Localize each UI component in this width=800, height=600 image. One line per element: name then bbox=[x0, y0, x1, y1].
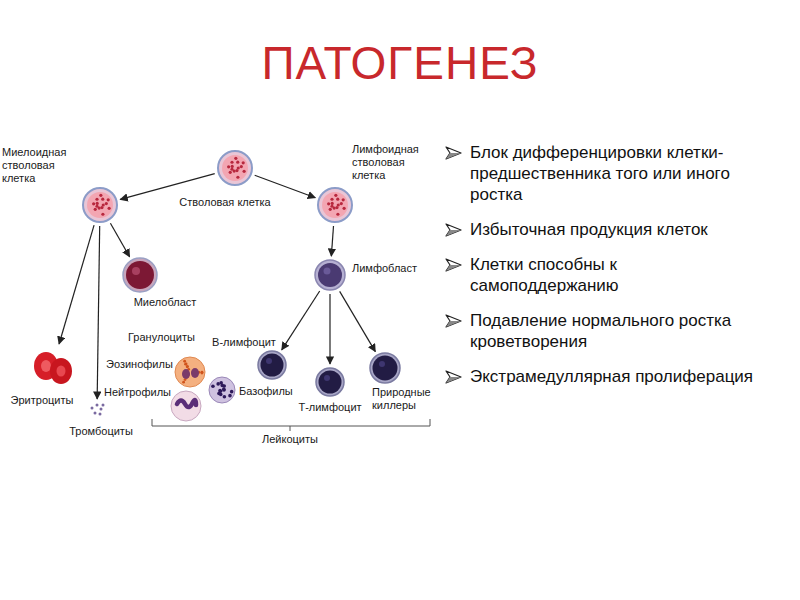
blood-cell: Базофилы bbox=[208, 376, 236, 404]
cell-picture bbox=[316, 368, 344, 396]
bullet-list: Блок дифференцировки клетки-предшественн… bbox=[470, 142, 762, 401]
cell-outline bbox=[82, 187, 118, 223]
blood-cell: Стволовая клетка bbox=[217, 150, 253, 186]
bullet-arrow bbox=[445, 369, 463, 385]
cell-outline bbox=[174, 356, 206, 388]
cell-picture bbox=[171, 391, 201, 421]
cell-label: Эритроциты bbox=[5, 394, 79, 407]
slide-title: ПАТОГЕНЕЗ bbox=[0, 36, 800, 90]
blood-cell: Тромбоциты bbox=[89, 402, 105, 418]
bullet-arrow bbox=[445, 313, 463, 329]
lineage-arrow bbox=[282, 291, 320, 350]
lineage-arrow bbox=[59, 225, 94, 344]
cell-outline bbox=[369, 352, 401, 384]
cell-label: Т-лимфоцит bbox=[290, 401, 370, 414]
bullet-item: Избыточная продукция клеток bbox=[470, 219, 762, 240]
bullet-text: Экстрамедуллярная пролиферация bbox=[470, 367, 753, 386]
bracket-line bbox=[152, 419, 430, 431]
cell-picture bbox=[123, 258, 157, 292]
blood-cell: Природные киллеры bbox=[369, 352, 401, 384]
blood-cell: Лимфоидная стволовая клетка bbox=[317, 187, 353, 223]
lineage-arrow bbox=[120, 174, 214, 200]
cell-picture bbox=[34, 352, 72, 384]
blood-cell: Лимфобласт bbox=[314, 259, 346, 291]
bullet-item: Блок дифференцировки клетки-предшественн… bbox=[470, 142, 762, 205]
lineage-arrow bbox=[331, 226, 333, 256]
cell-outline bbox=[217, 150, 253, 186]
cell-outline bbox=[317, 187, 353, 223]
cell-picture bbox=[258, 351, 286, 379]
blood-cell: В-лимфоцит bbox=[257, 350, 287, 380]
cell-outline bbox=[30, 346, 74, 390]
blood-cell: Т-лимфоцит bbox=[315, 367, 345, 397]
cell-outline bbox=[315, 367, 345, 397]
cell-picture bbox=[370, 353, 400, 383]
bullet-item: Клетки способны к самоподдержанию bbox=[470, 254, 762, 296]
cell-picture bbox=[83, 188, 117, 222]
cell-label: Лимфоидная стволовая клетка bbox=[352, 143, 434, 182]
bullet-text: Подавление нормального ростка кроветворе… bbox=[470, 311, 731, 351]
blood-cell: Миелобласт bbox=[122, 257, 158, 293]
bullet-item: Подавление нормального ростка кроветворе… bbox=[470, 310, 762, 352]
group-label: Лейкоциты bbox=[250, 433, 330, 446]
blood-cell: Нейтрофилы bbox=[170, 390, 202, 422]
cell-outline bbox=[208, 376, 236, 404]
cell-label: Тромбоциты bbox=[65, 425, 137, 438]
bullet-arrow bbox=[445, 145, 463, 161]
blood-cell: Эозинофилы bbox=[174, 356, 206, 388]
blood-cell: Эритроциты bbox=[30, 346, 74, 390]
bullet-text: Блок дифференцировки клетки-предшественн… bbox=[470, 143, 730, 204]
blood-cell: Миелоидная стволовая клетка bbox=[82, 187, 118, 223]
lineage-arrow bbox=[329, 294, 330, 364]
cell-label: Эозинофилы bbox=[106, 358, 172, 371]
bullet-text: Избыточная продукция клеток bbox=[470, 220, 708, 239]
cell-label: Природные киллеры bbox=[372, 386, 436, 412]
bullet-arrow bbox=[445, 222, 463, 238]
cell-label: В-лимфоцит bbox=[206, 336, 282, 349]
cell-outline bbox=[89, 402, 105, 418]
lineage-arrow bbox=[110, 223, 129, 257]
bullet-item: Экстрамедуллярная пролиферация bbox=[470, 366, 762, 387]
group-label: Гранулоциты bbox=[128, 331, 200, 344]
cell-picture bbox=[91, 404, 105, 416]
lineage-arrow bbox=[340, 291, 376, 351]
cell-picture bbox=[315, 260, 345, 290]
cell-label: Нейтрофилы bbox=[104, 386, 170, 399]
cell-outline bbox=[257, 350, 287, 380]
bullet-arrow bbox=[445, 257, 463, 273]
cell-outline bbox=[314, 259, 346, 291]
cell-label: Миелобласт bbox=[125, 296, 205, 309]
lineage-arrow bbox=[255, 175, 316, 197]
cell-outline bbox=[122, 257, 158, 293]
cell-label: Миелоидная стволовая клетка bbox=[2, 146, 84, 185]
lineage-arrow bbox=[97, 226, 100, 399]
cell-label: Лимфобласт bbox=[352, 262, 422, 275]
cell-label: Базофилы bbox=[239, 385, 299, 398]
cell-picture bbox=[209, 377, 235, 403]
cell-picture bbox=[218, 151, 252, 185]
cell-label: Стволовая клетка bbox=[160, 196, 290, 209]
cell-picture bbox=[175, 357, 205, 387]
cell-outline bbox=[170, 390, 202, 422]
bullet-text: Клетки способны к самоподдержанию bbox=[470, 255, 619, 295]
cell-picture bbox=[318, 188, 352, 222]
